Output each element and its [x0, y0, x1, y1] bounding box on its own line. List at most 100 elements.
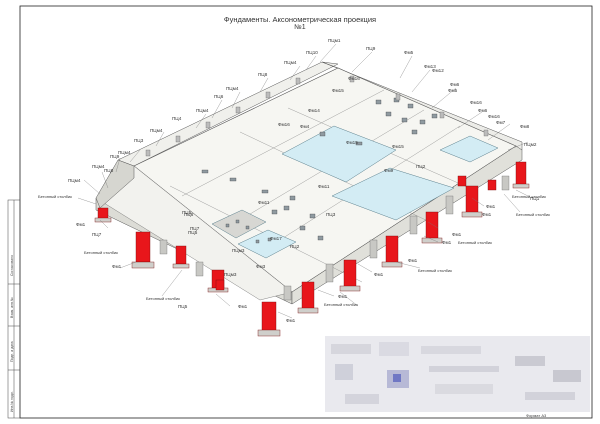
callout-left-5: ПЦ6 [184, 212, 194, 217]
callout-interior-8: Фм9 [384, 168, 394, 173]
callout-right-top-3: Фм12 [432, 68, 444, 73]
callout-bottom-6: Фм1 [452, 232, 462, 237]
callout-concrete-column-7: Бетонный столбик [516, 212, 550, 217]
callout-interior-6: Фм15 [346, 140, 358, 145]
callout-top-4: ПЦм4 [284, 60, 297, 65]
callout-interior-3: Фм14 [308, 108, 320, 113]
callout-concrete-column-4: Бетонный столбик [324, 302, 358, 307]
callout-interior-7: Фм15 [392, 144, 404, 149]
callout-right-mid-2: ПЦ1 [530, 196, 540, 201]
left-face [95, 159, 135, 209]
callout-bottom-4: Фм1 [238, 304, 248, 309]
pile-13 [457, 175, 467, 187]
callout-top-6: ПЦм4 [226, 86, 239, 91]
callout-top-8: ПЦм4 [196, 108, 209, 113]
callout-left-1: ПЦм4 [68, 178, 81, 183]
title-block-redacted [325, 336, 590, 412]
callout-top-14: ПЦм4 [92, 164, 105, 169]
pile-7 [381, 235, 403, 268]
callout-right-top-2: Фм13 [424, 64, 436, 69]
callout-concrete-column-6: Бетонный столбик [458, 240, 492, 245]
hatched-panel-fm11 [211, 209, 267, 239]
callout-top-5: ПЦ8 [258, 72, 268, 77]
sheet-format: Формат А3 [526, 413, 547, 418]
callout-interior-11: Фм11 [318, 184, 330, 189]
callout-interior-12: Фм11 [258, 200, 270, 205]
callout-right-top-5: Фм5 [448, 88, 458, 93]
glass-panel-fm4 [281, 125, 397, 183]
callout-top-7: ПЦ6 [214, 94, 224, 99]
pile-2 [172, 245, 190, 269]
callout-concrete-column-8: Бетонный столбик [512, 194, 546, 199]
grey-columns [159, 175, 510, 301]
drawing-title: Фундаменты. Аксонометрическая проекция [223, 15, 377, 24]
callout-right-top-6: Фм16 [470, 100, 482, 105]
callout-concrete-column-5: Бетонный столбик [418, 268, 452, 273]
pile-10 [512, 161, 530, 189]
leader-lines [77, 43, 533, 319]
glass-panel-fm12 [439, 135, 499, 163]
pile-12 [215, 279, 225, 291]
glass-panel-fm10 [331, 167, 455, 221]
callout-right-top-10: Фм8 [520, 124, 530, 129]
callout-top-9: ПЦ4 [172, 116, 182, 121]
callout-concrete-column-1: Бетонный столбик [38, 194, 72, 199]
callout-top-12: ПЦм4 [118, 150, 131, 155]
callout-right-top-8: Фм16 [488, 114, 500, 119]
callout-interior-1: Фм16 [348, 76, 360, 81]
callout-top-2: ПЦ9 [366, 46, 376, 51]
pile-1 [131, 231, 155, 269]
callout-right-mid-1: ПЦм2 [524, 142, 537, 147]
callout-right-mid-4: Фм1 [442, 240, 452, 245]
callout-interior-20: Фм3 [256, 264, 266, 269]
side-label-agreed: Согласовано [10, 254, 14, 276]
pile-4 [257, 301, 281, 337]
callout-bottom-3: Фм1 [338, 294, 348, 299]
pile-6 [339, 259, 361, 292]
callout-right-mid-5: Фм1 [482, 212, 492, 217]
callout-interior-2: Фм15 [332, 88, 344, 93]
callout-bottom-5: Фм1 [408, 258, 418, 263]
rim-posts [145, 75, 489, 157]
callout-interior-19: ПЦ7 [190, 226, 200, 231]
callout-interior-5: Фм16 [278, 122, 290, 127]
glass-panels [211, 125, 499, 259]
callout-concrete-column-3: Бетонный столбик [146, 296, 180, 301]
callout-interior-18: ПЦ5 [182, 210, 192, 215]
callout-top-1: ПЦм1 [328, 38, 341, 43]
callout-top-3: ПЦ10 [306, 50, 318, 55]
side-label-inventory: Инв.№ подл. [10, 391, 14, 412]
pile-8 [421, 211, 443, 244]
callout-left-3: Фм1 [76, 222, 86, 227]
callout-labels: ПЦм1ПЦ9ПЦ10ПЦм4ПЦ8ПЦм4ПЦ6ПЦм4ПЦ4ПЦм4ПЦ3П… [38, 38, 550, 323]
callout-top-13: ПЦ9 [110, 154, 120, 159]
callout-interior-4: Фм4 [300, 124, 310, 129]
callout-interior-15: ПЦм3 [232, 248, 245, 253]
callout-interior-17: ПЦ5 [188, 230, 198, 235]
callout-bottom-1: Фм1 [286, 318, 296, 323]
callout-right-top-4: Фм6 [450, 82, 460, 87]
callout-right-mid-3: Фм1 [486, 204, 496, 209]
side-label-signature-date: Подп. и дата [10, 341, 14, 362]
pile-9 [461, 185, 483, 218]
callout-left-7: ПЦ5 [178, 304, 188, 309]
callout-left-2: ПЦ8 [104, 168, 114, 173]
side-label-replaced-inv: Взам. инв.№ [10, 297, 14, 318]
callout-interior-9: ПЦ2 [416, 164, 426, 169]
callout-top-10: ПЦм4 [150, 128, 163, 133]
callout-interior-14: Фм17 [270, 236, 282, 241]
pile-14 [487, 179, 497, 191]
callout-left-4: ПЦ7 [92, 232, 102, 237]
callout-interior-10: ПЦ3 [326, 212, 336, 217]
drawing-number: №1 [294, 24, 306, 31]
callout-bottom-2: Фм1 [374, 272, 384, 277]
side-stamp-strip [7, 199, 21, 419]
callout-interior-16: ПЦм3 [224, 272, 237, 277]
piles [94, 161, 530, 337]
callout-interior-13: ПЦ2 [290, 244, 300, 249]
glass-panel-pc2 [237, 229, 297, 259]
pile-11 [94, 207, 112, 223]
callout-right-top-9: Фм7 [496, 120, 506, 125]
callout-concrete-column-2: Бетонный столбик [84, 250, 118, 255]
